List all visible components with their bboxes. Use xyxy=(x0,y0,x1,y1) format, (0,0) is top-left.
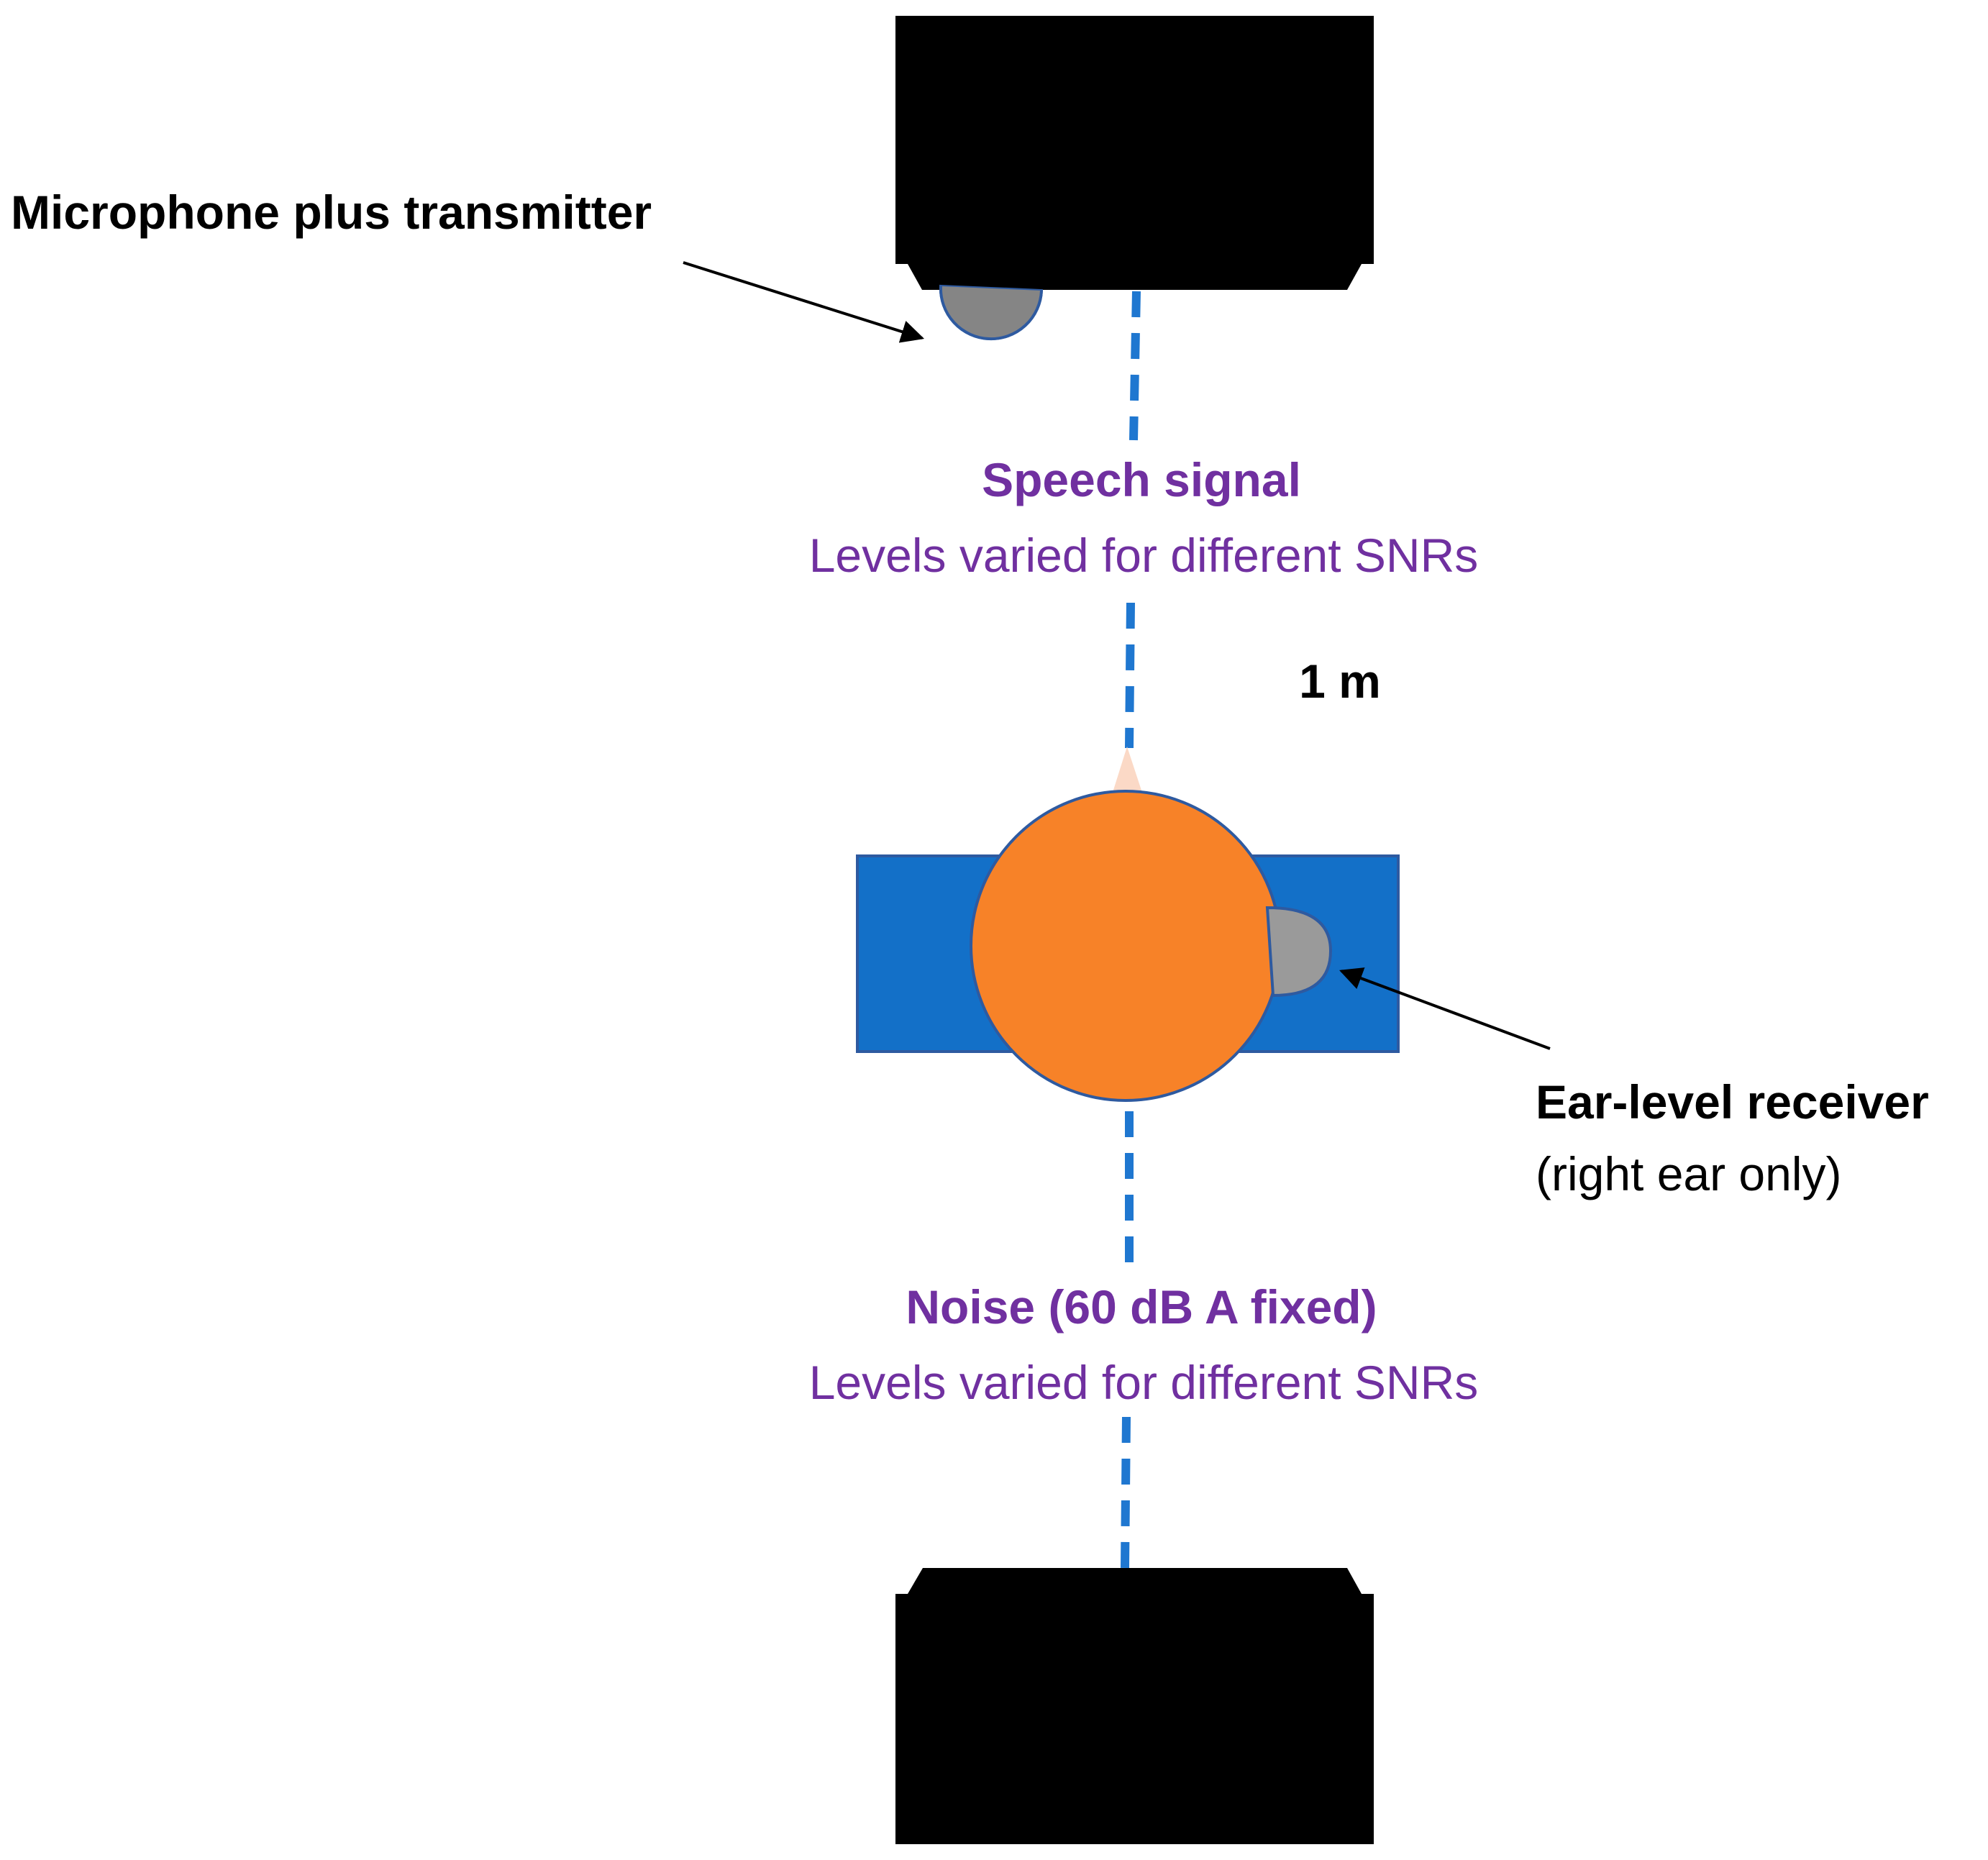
microphone-transmitter-cap xyxy=(939,286,1043,340)
speech-signal-path xyxy=(1125,291,1141,749)
receiver-label: Ear-level receiver xyxy=(1536,1075,1929,1129)
noise-loudspeaker xyxy=(895,1568,1374,1844)
listener xyxy=(856,747,1400,1102)
noise-title: Noise (60 dB A fixed) xyxy=(906,1280,1377,1334)
noise-speaker-cone xyxy=(908,1568,1362,1594)
noise-speaker-body xyxy=(895,1594,1374,1844)
speech-loudspeaker xyxy=(895,16,1374,290)
speech-signal-subtitle: Levels varied for different SNRs xyxy=(809,529,1479,582)
speech-speaker-body xyxy=(895,16,1374,264)
noise-signal-path xyxy=(1121,1111,1134,1569)
speech-speaker-cone xyxy=(908,264,1362,290)
speech-signal-title: Speech signal xyxy=(982,453,1301,506)
listener-head xyxy=(970,790,1282,1102)
receiver-arrow xyxy=(1339,967,1551,1050)
listener-nose xyxy=(1111,747,1144,797)
ear-level-receiver xyxy=(1265,906,1333,998)
microphone-arrow xyxy=(683,261,925,343)
microphone-label: Microphone plus transmitter xyxy=(11,186,652,239)
receiver-sublabel: (right ear only) xyxy=(1536,1147,1842,1200)
distance-label: 1 m xyxy=(1299,655,1381,708)
noise-subtitle: Levels varied for different SNRs xyxy=(809,1356,1479,1409)
